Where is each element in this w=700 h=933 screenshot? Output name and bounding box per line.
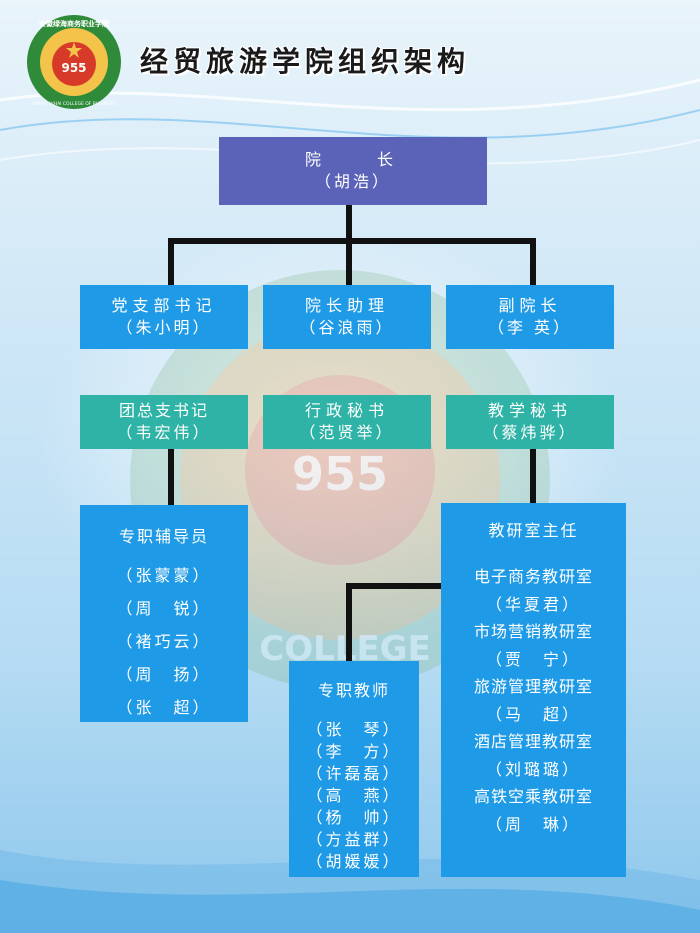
connector-right-to-research	[530, 447, 536, 505]
research-item: 旅游管理教研室	[473, 677, 593, 696]
research-item: 酒店管理教研室	[473, 732, 593, 751]
admin-secretary-box: 行政秘书 （范贤举）	[263, 395, 431, 449]
research-box: 教研室主任 电子商务教研室 （华夏君） 市场营销教研室 （贾 宁） 旅游管理教研…	[441, 503, 626, 877]
counselor-item: （周 锐）	[116, 599, 212, 618]
admin-secretary-title: 行政秘书	[304, 401, 389, 420]
research-item: （刘璐璐）	[485, 759, 581, 779]
youth-league-secretary-name: （韦宏伟）	[116, 423, 212, 442]
logo-text-top: 安徽绿海商务职业学院	[39, 19, 109, 28]
logo-number: 955	[61, 61, 86, 75]
party-secretary-name: （朱小明）	[116, 318, 212, 337]
dean-name: （胡浩）	[314, 172, 391, 191]
teacher-item: （张 琴）	[306, 720, 402, 739]
vice-dean-name: （李 英）	[487, 318, 573, 337]
research-item: 高铁空乘教研室	[473, 787, 593, 806]
connector-horizontal-top	[168, 238, 536, 244]
college-logo: 955 安徽绿海商务职业学院 ANHUI LVHAI COLLEGE OF BU…	[27, 15, 121, 109]
teacher-item: （许磊磊）	[306, 764, 402, 783]
research-item: 电子商务教研室	[473, 567, 593, 586]
research-item: 市场营销教研室	[473, 622, 593, 641]
teacher-item: （胡媛媛）	[306, 852, 402, 871]
counselor-item: （张 超）	[116, 698, 212, 717]
dean-assistant-title: 院长助理	[304, 296, 389, 315]
counselors-title: 专职辅导员	[118, 527, 209, 546]
teacher-item: （方益群）	[306, 830, 402, 849]
connector-research-to-teachers-h	[346, 583, 444, 589]
party-secretary-title: 党支部书记	[111, 296, 217, 315]
teacher-item: （李 方）	[306, 742, 402, 761]
connector-right-drop	[530, 238, 536, 286]
youth-league-secretary-box: 团总支书记 （韦宏伟）	[80, 395, 248, 449]
counselors-box: 专职辅导员 （张蒙蒙） （周 锐） （褚巧云） （周 扬） （张 超）	[80, 505, 248, 722]
dean-assistant-box: 院长助理 （谷浪雨）	[263, 285, 431, 349]
dean-box: 院 长 （胡浩）	[219, 137, 487, 205]
dean-title: 院 长	[304, 150, 401, 169]
vice-dean-title: 副院长	[498, 296, 562, 315]
page-title: 经贸旅游学院组织架构	[140, 45, 471, 78]
teacher-item: （高 燕）	[306, 786, 402, 805]
teachers-box: 专职教师 （张 琴） （李 方） （许磊磊） （高 燕） （杨 帅） （方益群）…	[289, 661, 419, 877]
youth-league-secretary-title: 团总支书记	[118, 401, 209, 420]
admin-secretary-name: （范贤举）	[299, 423, 395, 442]
connector-left-to-counselors	[168, 447, 174, 505]
teachers-title: 专职教师	[317, 681, 390, 700]
counselor-item: （褚巧云）	[116, 632, 212, 651]
research-item: （马 超）	[485, 704, 581, 724]
watermark-number: 955	[292, 447, 388, 501]
teacher-item: （杨 帅）	[306, 808, 402, 827]
research-item: （华夏君）	[485, 594, 581, 614]
logo-text-bottom: ANHUI LVHAI COLLEGE OF BUSINESS	[33, 101, 116, 107]
vice-dean-box: 副院长 （李 英）	[446, 285, 614, 349]
counselor-item: （张蒙蒙）	[116, 566, 212, 585]
connector-dean-down	[346, 205, 352, 285]
research-item: （周 琳）	[485, 814, 581, 834]
teaching-secretary-box: 教学秘书 （蔡炜骅）	[446, 395, 614, 449]
connector-left-drop	[168, 238, 174, 286]
teaching-secretary-name: （蔡炜骅）	[482, 423, 578, 442]
party-secretary-box: 党支部书记 （朱小明）	[80, 285, 248, 349]
research-item: （贾 宁）	[485, 649, 581, 669]
dean-assistant-name: （谷浪雨）	[299, 318, 395, 337]
research-title: 教研室主任	[488, 521, 579, 540]
connector-research-to-teachers-v	[346, 583, 352, 661]
counselor-item: （周 扬）	[116, 665, 212, 684]
teaching-secretary-title: 教学秘书	[487, 401, 572, 420]
